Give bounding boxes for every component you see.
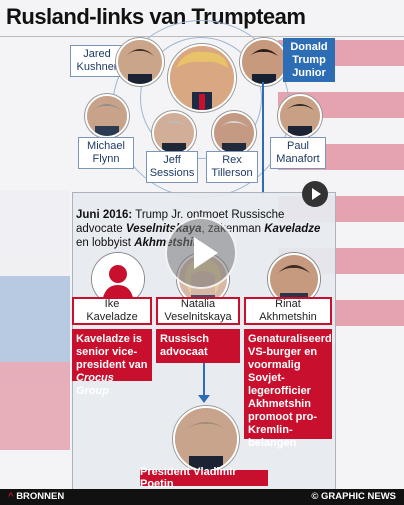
arrow-down-icon <box>198 395 210 403</box>
jared-kushner-label: Jared Kushner <box>70 45 124 77</box>
sources-link[interactable]: ^ BRONNEN <box>8 491 65 502</box>
vladimir-putin-portrait <box>173 406 239 472</box>
donald-trump-jr-portrait <box>240 38 288 86</box>
jared-kushner-portrait <box>116 38 164 86</box>
play-button-small[interactable] <box>302 181 328 207</box>
ike-kaveladze-label: Ike Kaveladze <box>72 297 152 325</box>
connector-line <box>262 82 264 194</box>
arrow-line <box>203 363 205 397</box>
play-button-large[interactable] <box>165 217 237 289</box>
michael-flynn-portrait <box>85 94 129 138</box>
donald-trump-jr-label: Donald Trump Junior <box>283 38 335 82</box>
natalia-veselnitskaya-label: Natalia Veselnitskaya <box>156 297 240 325</box>
chevron-up-icon: ^ <box>8 491 17 502</box>
ike-kaveladze-description: Kaveladze is senior vice-president van C… <box>72 329 152 397</box>
michael-flynn-label: Michael Flynn <box>78 137 134 169</box>
event-date: Juni 2016: <box>76 209 133 221</box>
page-title: Rusland-links van Trumpteam <box>6 4 306 29</box>
rex-tillerson-label: Rex Tillerson <box>206 151 258 183</box>
jeff-sessions-portrait <box>152 111 196 155</box>
jeff-sessions-label: Jeff Sessions <box>146 151 198 183</box>
credit-text: © GRAPHIC NEWS <box>311 491 396 502</box>
donald-trump-portrait <box>168 44 236 112</box>
rinat-akhmetshin-label: Rinat Akhmetshin <box>244 297 332 325</box>
russia-flag-background <box>0 190 70 450</box>
vladimir-putin-label: President Vladimir Poetin <box>140 466 268 490</box>
rinat-akhmetshin-description: Genaturaliseerd VS-burger en voormalig S… <box>244 329 332 449</box>
natalia-veselnitskaya-description: Russisch advocaat <box>156 329 240 363</box>
paul-manafort-portrait <box>278 94 322 138</box>
footer-bar: ^ BRONNEN © GRAPHIC NEWS <box>0 489 404 505</box>
rex-tillerson-portrait <box>212 111 256 155</box>
paul-manafort-label: Paul Manafort <box>270 137 326 169</box>
